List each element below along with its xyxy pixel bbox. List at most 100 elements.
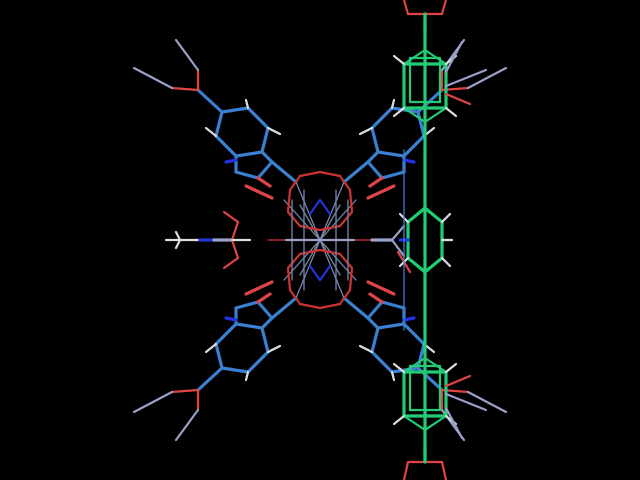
end-group (402, 0, 410, 16)
ring-bond (366, 300, 384, 320)
arm-bond (270, 160, 298, 184)
bridge-bond (348, 266, 354, 292)
blue-ligand-frame (132, 38, 508, 442)
green-linker-chain (392, 0, 488, 480)
hydrogen-bond (204, 126, 218, 138)
hydrogen-bond (266, 344, 282, 354)
tail-bond (466, 66, 508, 90)
linker-bond (440, 256, 452, 268)
tail-bond (466, 390, 508, 414)
linker-h (392, 106, 406, 118)
hydrogen-bond (244, 370, 250, 382)
amide-bond (230, 238, 240, 260)
ring-bond (366, 160, 384, 180)
metal-bond (283, 199, 321, 241)
end-group (440, 0, 448, 16)
end-group (440, 460, 448, 480)
ring-bond (234, 170, 260, 180)
ring-bond (390, 106, 420, 114)
metal-bond (295, 181, 321, 241)
core-n-bond (308, 264, 322, 282)
oxygen-bond (368, 292, 384, 304)
ring-bond (370, 350, 394, 374)
oxygen-bond (366, 184, 396, 200)
linker-sub (444, 92, 472, 106)
hydrogen-bond (358, 126, 374, 136)
bridge-bond (288, 174, 302, 192)
tail-bond (196, 366, 224, 392)
metal-cluster-core (267, 170, 412, 310)
amide-bond (222, 256, 240, 270)
hydrogen-bond (390, 98, 396, 110)
ring-bond (234, 150, 264, 158)
bridge-bond (298, 224, 322, 232)
bridge-bond (286, 188, 292, 214)
linker-h (392, 362, 406, 374)
linker-sub (444, 68, 488, 88)
linker-bond (440, 212, 452, 224)
ring-bond (234, 322, 264, 330)
linker-sub (444, 374, 472, 388)
amide-bond (390, 238, 406, 258)
bridge-bond (286, 252, 302, 270)
linker-cage (423, 414, 448, 432)
ring-bond (366, 150, 380, 164)
hydrogen-bond (266, 126, 282, 136)
ring-bond (256, 300, 274, 320)
nitrogen-bond (402, 316, 416, 322)
linker-ring (406, 256, 427, 274)
ring-bond (380, 170, 406, 180)
oxygen-bond (366, 280, 396, 296)
ring-bond (214, 134, 238, 158)
linker-ring (423, 256, 444, 274)
oxygen-bond (170, 86, 200, 92)
ring-bond (220, 106, 250, 114)
linker-sub (444, 392, 488, 412)
amide-bond (230, 220, 240, 242)
ring-bond (402, 322, 426, 346)
linker-sub (444, 40, 464, 74)
bridge-bond (318, 224, 342, 232)
ring-bond (380, 300, 406, 310)
arm-bond (342, 160, 370, 184)
ring-bond (260, 150, 274, 164)
linker-h (392, 414, 406, 426)
ring-bond (416, 342, 426, 370)
tail-bond (132, 66, 174, 90)
ring-bond (220, 366, 250, 374)
oxygen-bond (256, 176, 272, 188)
ring-bond (234, 300, 260, 310)
bridge-bond (338, 252, 354, 270)
metal-bond (319, 239, 357, 281)
arm-bond (342, 296, 370, 320)
linker-cage (402, 414, 427, 432)
hydrogen-bond (358, 344, 374, 354)
nitrogen-bond (224, 316, 238, 322)
ring-bond (214, 322, 238, 346)
linker-sub (444, 406, 464, 440)
ring-bond (376, 150, 406, 158)
amide-bond (222, 210, 240, 224)
bridge-bond (298, 248, 322, 256)
linker-cage (402, 356, 427, 374)
metal-bond (299, 239, 321, 276)
ring-bond (370, 106, 394, 130)
bridge-bond (288, 288, 302, 306)
nitrogen-bond (402, 158, 416, 164)
linker-ring (423, 206, 444, 224)
end-group (402, 460, 410, 480)
linker-h (444, 362, 458, 374)
metal-bond (319, 199, 357, 241)
tail-bond (174, 408, 200, 442)
linker-cage (423, 356, 448, 374)
ring-bond (366, 316, 380, 330)
linker-cage (423, 48, 448, 66)
linker-cage (402, 106, 427, 124)
oxygen-bond (170, 388, 200, 394)
metal-bond (299, 204, 321, 241)
bridge-bond (338, 288, 352, 306)
ring-bond (214, 110, 224, 138)
ring-bond (370, 326, 380, 354)
